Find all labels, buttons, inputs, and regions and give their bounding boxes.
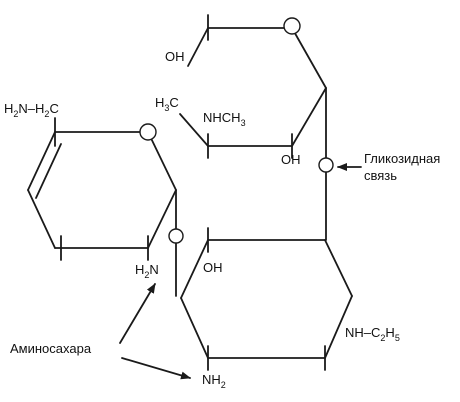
glycosidic-oxygen-right bbox=[318, 157, 334, 173]
label-glycosidic-line2: связь bbox=[364, 168, 397, 183]
label-aminosugars: Аминосахара bbox=[10, 341, 92, 356]
label-glycosidic-line1: Гликозидная bbox=[364, 151, 440, 166]
glycosidic-bonds bbox=[168, 87, 334, 297]
bottom-ring bbox=[180, 227, 353, 371]
label-oh-low: OH bbox=[203, 260, 223, 275]
label-h3c: H3C bbox=[155, 95, 179, 113]
left-ring bbox=[27, 117, 177, 261]
label-nhch3: NHCH3 bbox=[203, 110, 246, 128]
label-oh-mid: OH bbox=[281, 152, 301, 167]
arrows bbox=[119, 163, 362, 380]
top-ring bbox=[179, 14, 327, 159]
glycosidic-oxygen-left bbox=[168, 228, 184, 244]
ring-oxygen-left bbox=[139, 123, 157, 141]
amino-arrow-lower bbox=[121, 357, 191, 380]
label-nh-c2h5: NH–C2H5 bbox=[345, 325, 400, 343]
label-h2n-mid: H2N bbox=[135, 262, 159, 280]
label-nh2-bottom: NH2 bbox=[202, 372, 226, 390]
amino-arrow-upper bbox=[119, 283, 156, 344]
label-oh-top: OH bbox=[165, 49, 185, 64]
label-h2n-h2c: H2N–H2C bbox=[4, 101, 59, 119]
ring-oxygen-top bbox=[283, 17, 301, 35]
